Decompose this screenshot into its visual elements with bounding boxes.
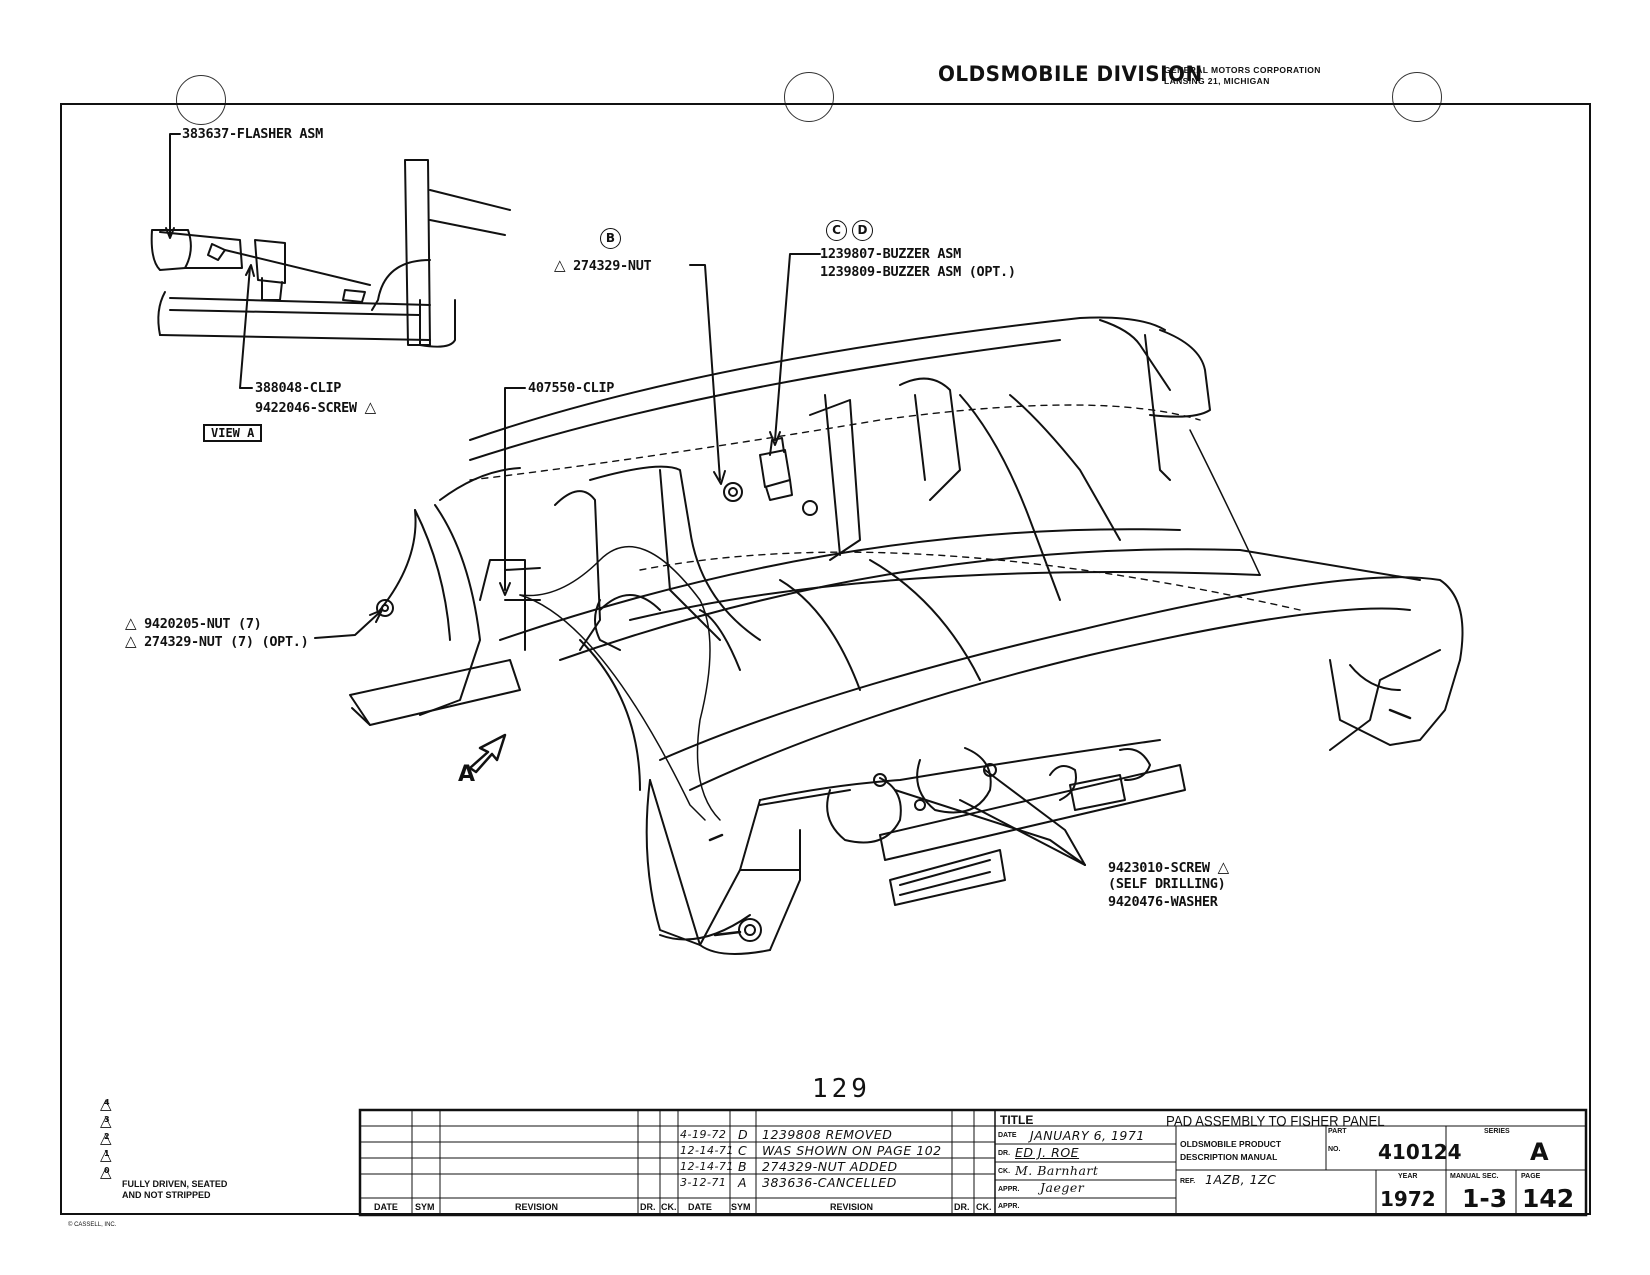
ck-label: CK.	[998, 1168, 1011, 1175]
nut-274329-opt-text: 274329-NUT (7) (OPT.)	[144, 634, 309, 650]
rev-circle-c: C	[826, 220, 847, 241]
legend-note-1: FULLY DRIVEN, SEATED	[122, 1179, 228, 1189]
rev-c-text: WAS SHOWN ON PAGE 102	[762, 1143, 942, 1158]
rev-col-sym-left: SYM	[415, 1202, 435, 1212]
rev-d-text: 1239808 REMOVED	[762, 1127, 893, 1142]
callout-flasher-asm: 383637-FLASHER ASM	[182, 126, 323, 142]
torque-triangle-icon: △	[364, 398, 377, 416]
approved-by: Jaeger	[1040, 1180, 1085, 1195]
callout-screw-9422046: 9422046-SCREW △	[255, 398, 376, 416]
rev-col-dr-left: DR.	[640, 1202, 656, 1212]
rev-col-date-left: DATE	[374, 1202, 398, 1212]
rev-a-sym: A	[738, 1175, 748, 1190]
callout-self-drilling: (SELF DRILLING)	[1108, 876, 1226, 892]
rev-col-revision-right: REVISION	[830, 1202, 874, 1212]
rev-col-ck-left: CK.	[661, 1202, 677, 1212]
view-a-arrow-label: A	[458, 762, 476, 787]
appr-label-1: APPR.	[998, 1186, 1020, 1193]
no-label: NO.	[1328, 1146, 1341, 1153]
torque-triangle-icon: △	[125, 632, 137, 650]
legend-level-4: △4	[100, 1095, 112, 1113]
rev-circle-b: B	[600, 228, 621, 249]
rev-col-revision-left: REVISION	[515, 1202, 559, 1212]
legend-level-0: △0	[100, 1163, 112, 1181]
corp-location: LANSING 21, MICHIGAN	[1164, 76, 1270, 86]
part-label: PART	[1328, 1128, 1347, 1135]
title-label: TITLE	[1000, 1113, 1034, 1127]
rev-d-date: 4-19-72	[680, 1128, 727, 1141]
ref-label: REF.	[1180, 1178, 1196, 1185]
legend-note-2: AND NOT STRIPPED	[122, 1190, 211, 1200]
screw-9422046-text: 9422046-SCREW	[255, 400, 357, 416]
legend-level-2: △2	[100, 1129, 112, 1147]
page-value: 142	[1522, 1184, 1575, 1213]
rev-c-date: 12-14-71	[680, 1144, 734, 1157]
manual-name-2: DESCRIPTION MANUAL	[1180, 1152, 1278, 1162]
rev-col-dr-right: DR.	[954, 1202, 970, 1212]
appr-label-2: APPR.	[998, 1203, 1020, 1210]
rev-b-text: 274329-NUT ADDED	[762, 1159, 898, 1174]
callout-clip-407550: 407550-CLIP	[528, 380, 615, 396]
drawing-date: JANUARY 6, 1971	[1030, 1128, 1145, 1143]
callout-nut-9420205: △ 9420205-NUT (7)	[125, 614, 262, 632]
rev-d-sym: D	[738, 1127, 749, 1142]
manual-sec-label: MANUAL SEC.	[1450, 1173, 1499, 1180]
rev-col-sym-right: SYM	[731, 1202, 751, 1212]
manual-sec-value: 1-3	[1462, 1184, 1508, 1213]
nut-274329-text: 274329-NUT	[573, 258, 652, 274]
rev-b-sym: B	[738, 1159, 748, 1174]
rev-a-text: 383636-CANCELLED	[762, 1175, 897, 1190]
rev-circle-d: D	[852, 220, 873, 241]
page-label: PAGE	[1521, 1173, 1541, 1180]
part-number: 410124	[1378, 1140, 1462, 1164]
callout-washer-9420476: 9420476-WASHER	[1108, 894, 1218, 910]
publisher-footer: © CASSELL, INC.	[68, 1222, 117, 1228]
legend-level-1: △1	[100, 1146, 112, 1164]
ref-value: 1AZB, 1ZC	[1205, 1172, 1277, 1187]
dr-label: DR.	[998, 1150, 1011, 1157]
torque-triangle-icon: △	[554, 256, 566, 274]
sheet-number: 129	[812, 1074, 871, 1104]
year-value: 1972	[1380, 1187, 1436, 1211]
callout-nut-274329-opt: △ 274329-NUT (7) (OPT.)	[125, 632, 309, 650]
series-value: A	[1530, 1138, 1549, 1166]
view-a-label: VIEW A	[203, 424, 263, 442]
screw-9423010-text: 9423010-SCREW	[1108, 860, 1210, 876]
callout-buzzer-1239809: 1239809-BUZZER ASM (OPT.)	[820, 264, 1016, 280]
callout-clip-388048: 388048-CLIP	[255, 380, 342, 396]
binder-hole-left	[176, 75, 226, 125]
corp-name: GENERAL MOTORS CORPORATION	[1164, 65, 1321, 75]
torque-triangle-icon: △	[125, 614, 137, 632]
nut-9420205-text: 9420205-NUT (7)	[144, 616, 262, 632]
drawing-title: PAD ASSEMBLY TO FISHER PANEL	[1166, 1113, 1385, 1130]
callout-screw-9423010: 9423010-SCREW △	[1108, 858, 1229, 876]
callout-buzzer-1239807: 1239807-BUZZER ASM	[820, 246, 961, 262]
rev-b-date: 12-14-71	[680, 1160, 734, 1173]
drawn-by: ED J. ROE	[1015, 1145, 1080, 1160]
year-label: YEAR	[1398, 1173, 1418, 1180]
checked-by: M. Barnhart	[1015, 1163, 1099, 1178]
callout-nut-274329: △ 274329-NUT	[554, 256, 652, 274]
rev-a-date: 3-12-71	[680, 1176, 727, 1189]
series-label: SERIES	[1484, 1128, 1510, 1135]
legend-level-3: △3	[100, 1112, 112, 1130]
torque-triangle-icon: △	[1217, 858, 1230, 876]
date-label: DATE	[998, 1132, 1017, 1139]
division-header: OLDSMOBILE DIVISION	[938, 62, 1203, 86]
binder-hole-center	[784, 72, 834, 122]
rev-c-sym: C	[738, 1143, 748, 1158]
rev-col-date-right: DATE	[688, 1202, 712, 1212]
manual-name-1: OLDSMOBILE PRODUCT	[1180, 1139, 1282, 1149]
binder-hole-right	[1392, 72, 1442, 122]
rev-col-ck-right: CK.	[976, 1202, 992, 1212]
